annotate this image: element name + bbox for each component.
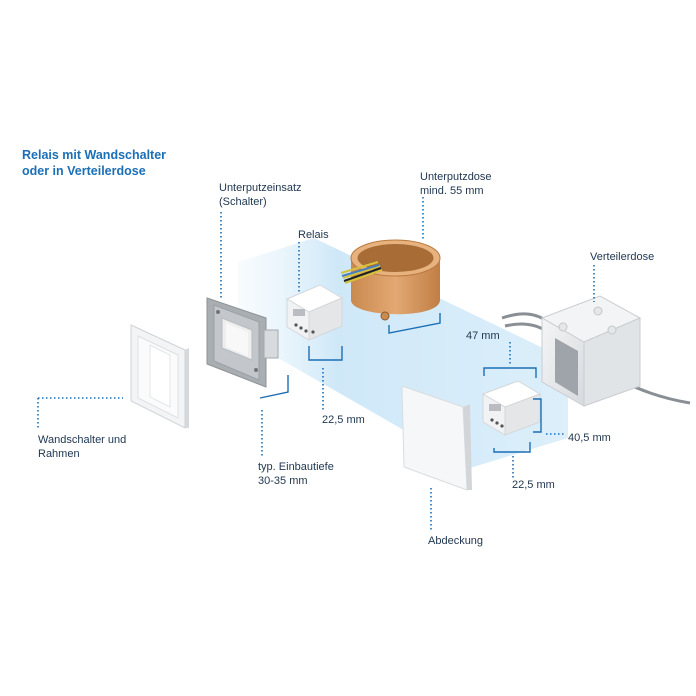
bracket-22-5-b	[493, 442, 531, 453]
leader-wandschalter	[37, 397, 123, 428]
wall-switch-frame	[130, 324, 189, 429]
dimension-brackets	[259, 313, 542, 453]
label-einbautiefe: typ. Einbautiefe 30-35 mm	[258, 461, 334, 487]
label-unterputzeinsatz: Unterputzeinsatz (Schalter)	[219, 182, 302, 208]
label-verteilerdose: Verteilerdose	[590, 251, 655, 263]
diagram-title: Relais mit Wandschalter oder in Verteile…	[22, 148, 167, 178]
bracket-relais	[308, 346, 343, 361]
label-wandschalter: Wandschalter und Rahmen	[38, 434, 127, 460]
label-dim-22-5-verteiler: 22,5 mm	[512, 479, 555, 491]
flush-box	[340, 239, 441, 321]
switch-insert	[206, 297, 279, 388]
label-dim-40-5: 40,5 mm	[568, 432, 611, 444]
bracket-47	[483, 367, 537, 378]
bracket-unterputzdose	[388, 313, 441, 334]
label-relais: Relais	[298, 229, 329, 241]
junction-box	[540, 295, 642, 407]
label-abdeckung: Abdeckung	[428, 535, 484, 547]
cover-plate	[401, 385, 472, 491]
label-unterputzdose: Unterputzdose mind. 55 mm	[420, 171, 492, 197]
leader-lines	[37, 197, 595, 532]
bracket-einbautiefe	[259, 375, 289, 399]
relay-module-1	[285, 284, 344, 341]
label-dim-47: 47 mm	[466, 330, 500, 342]
relay-module-2	[481, 380, 542, 436]
label-dim-22-5-relais: 22,5 mm	[322, 414, 365, 426]
bracket-40-5	[533, 398, 542, 433]
